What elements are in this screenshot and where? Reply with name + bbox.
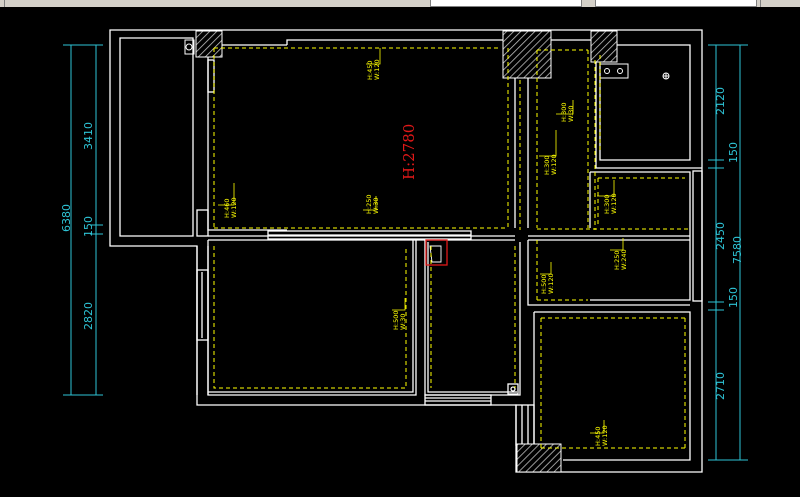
middle-wall — [208, 235, 515, 241]
room-label-bedroom-wall-h: H:500 — [392, 311, 400, 330]
room-label-corridor-a-w: W:120 — [550, 154, 558, 175]
dimensions-right — [708, 44, 748, 461]
living-room-wall — [207, 39, 503, 231]
strip-bedroom — [213, 246, 407, 389]
column-1 — [195, 30, 223, 58]
dim-left-lower: 2820 — [82, 302, 95, 330]
dim-left-total: 6380 — [60, 204, 73, 232]
structural-columns — [195, 30, 618, 473]
bedroom-left-wall — [207, 240, 417, 396]
room-label-corridor-c-w: W:120 — [547, 273, 555, 294]
label-leaders — [218, 48, 624, 434]
ceiling-height-label: H:2780 — [400, 124, 418, 180]
dim-right-gap2: 150 — [727, 287, 740, 308]
selected-fixture-box[interactable] — [425, 239, 448, 266]
strip-lower-right — [540, 317, 686, 449]
room-label-corridor-c-h: H:500 — [540, 275, 548, 294]
toolbar-strip — [0, 0, 800, 7]
dim-left-upper: 3410 — [82, 122, 95, 150]
kitchen-partition — [514, 78, 529, 228]
dim-right-total: 7580 — [731, 236, 744, 264]
dim-left-middle: 150 — [82, 216, 95, 237]
room-label-right-mid-w: W:240 — [620, 249, 628, 270]
room-label-center-mid-w: W:30 — [372, 197, 380, 214]
column-4 — [516, 443, 562, 473]
room-label-bedroom-wall-w: W:30 — [399, 313, 407, 330]
dimensions-left — [63, 44, 103, 396]
dim-right-lower: 2710 — [714, 372, 727, 400]
room-label-kitchen-vertical-w: W:30 — [567, 105, 575, 122]
room-label-living-main-h: H:450 — [366, 61, 374, 80]
light-strips — [213, 47, 690, 449]
dim-right-upper: 2120 — [714, 87, 727, 115]
column-3 — [590, 30, 618, 63]
room-label-left-upper-h: H:460 — [223, 199, 231, 218]
room-label-corridor-a-h: H:300 — [543, 156, 551, 175]
strip-living — [213, 47, 509, 229]
room-label-left-upper-w: W:120 — [230, 197, 238, 218]
room-label-center-mid-h: H:250 — [365, 195, 373, 214]
dim-right-gap1: 150 — [727, 142, 740, 163]
balcony-wall — [119, 37, 194, 237]
corridor-wall — [424, 240, 521, 396]
room-label-corridor-b-w: W:120 — [610, 193, 618, 214]
room-label-living-main-w: W:120 — [373, 59, 381, 80]
room-label-bottom-right-w: W:120 — [601, 425, 609, 446]
column-2 — [502, 30, 552, 79]
dim-right-middle: 2450 — [714, 222, 727, 250]
room-label-corridor-b-h: H:300 — [603, 195, 611, 214]
room-label-bottom-right-h: H:450 — [594, 427, 602, 446]
room-label-kitchen-vertical-h: H:300 — [560, 103, 568, 122]
room-label-right-mid-h: H:250 — [613, 251, 621, 270]
